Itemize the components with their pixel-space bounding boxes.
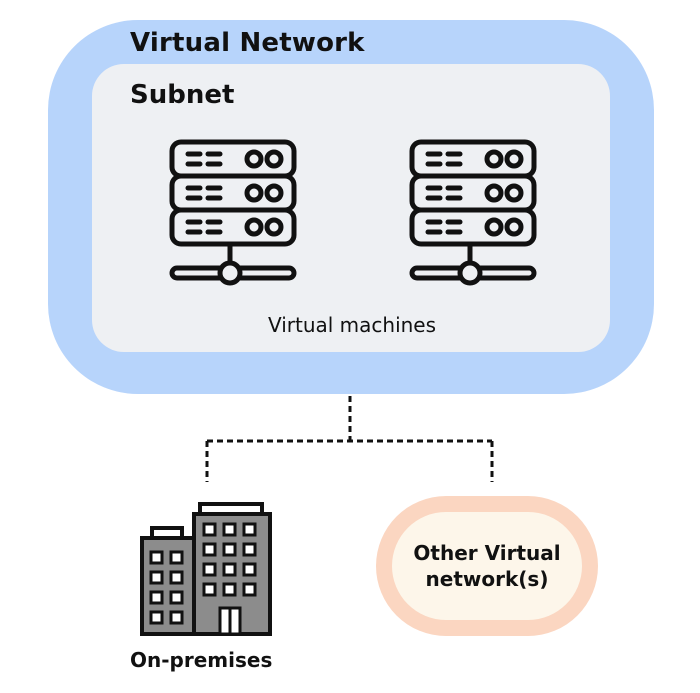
- virtual-machines-label: Virtual machines: [267, 313, 437, 337]
- other-network-label-line1: Other Virtual: [413, 541, 561, 565]
- server-rack-icon: [169, 139, 297, 286]
- subnet-title: Subnet: [130, 80, 235, 110]
- office-building-icon: [140, 502, 272, 636]
- on-premises-label: On-premises: [130, 648, 273, 672]
- other-virtual-networks-inner: Other Virtual network(s): [392, 512, 582, 620]
- other-network-label-line2: network(s): [425, 567, 549, 591]
- other-virtual-networks-node: Other Virtual network(s): [376, 496, 598, 636]
- virtual-network-title: Virtual Network: [130, 28, 365, 58]
- server-rack-icon: [409, 139, 537, 286]
